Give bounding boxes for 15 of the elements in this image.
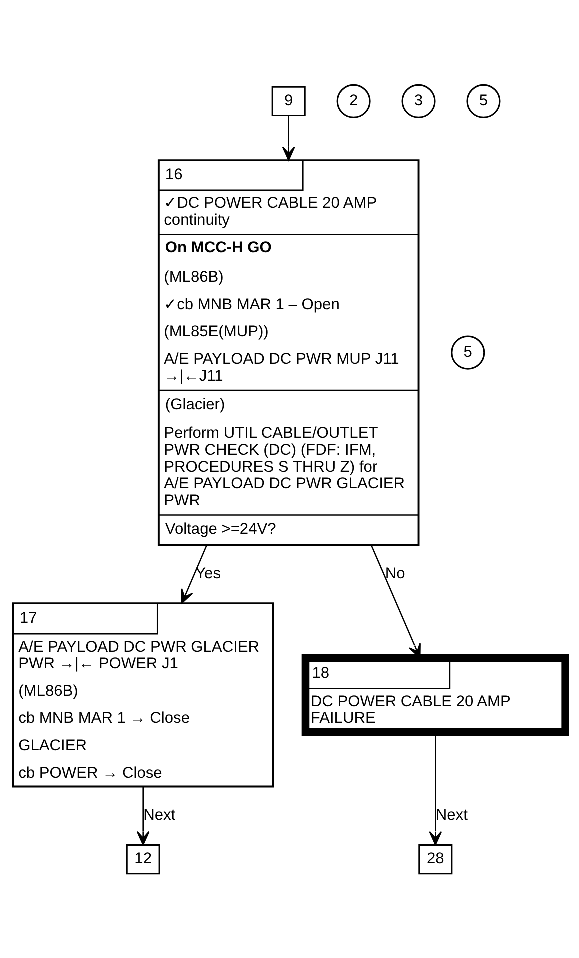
- node-circle: 2: [336, 84, 371, 118]
- node-box: 12: [126, 844, 160, 874]
- edge-label: Yes: [196, 564, 222, 582]
- node-box: 28: [418, 844, 453, 874]
- edge-label: Next: [436, 806, 468, 824]
- arrow: [136, 786, 150, 846]
- arrow: [181, 544, 208, 604]
- edge-label: No: [385, 564, 406, 582]
- node-circle: 5: [466, 84, 501, 118]
- node-box: 18 DC POWER CABLE 20 AMP FAILURE: [302, 654, 570, 736]
- node-circle: 3: [402, 84, 436, 118]
- node-circle: 5: [451, 335, 486, 370]
- edge-label: Next: [144, 806, 176, 824]
- arrow: [282, 115, 296, 160]
- node-box: 9: [272, 86, 306, 116]
